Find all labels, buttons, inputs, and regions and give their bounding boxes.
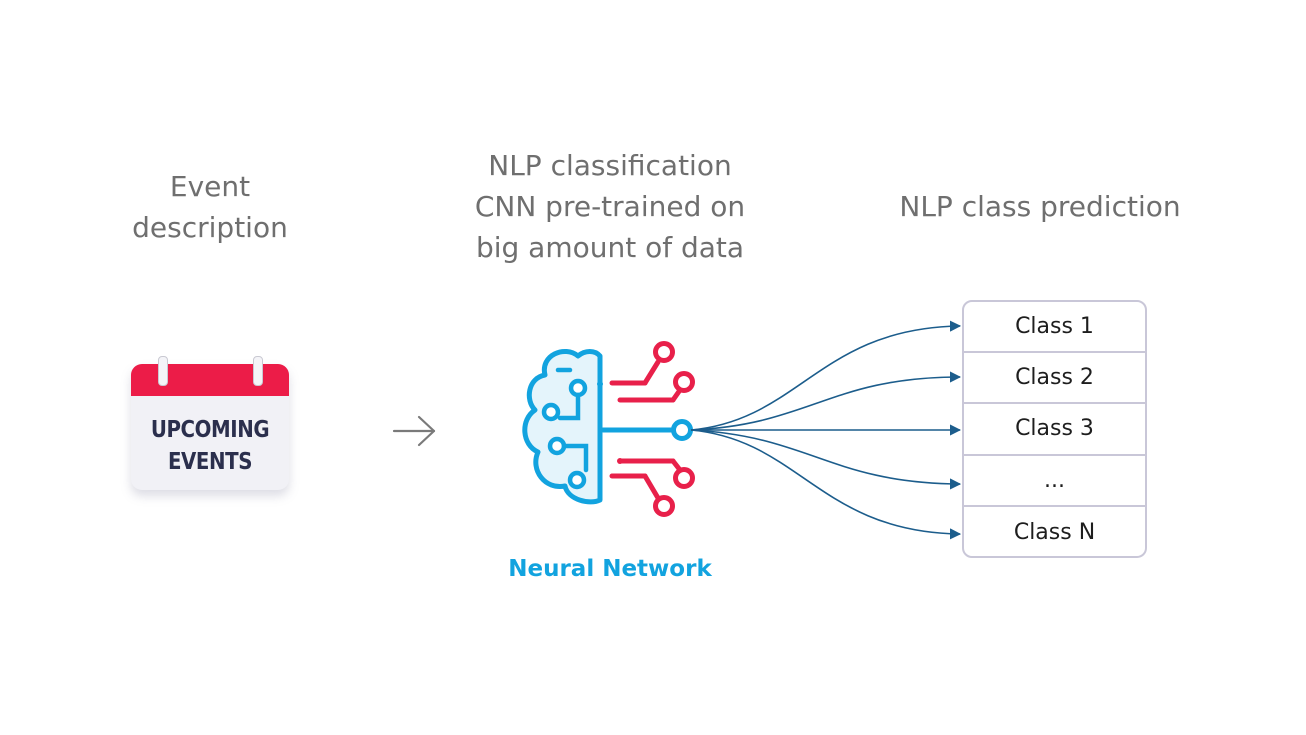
- class-cell: Class N: [1013, 519, 1096, 545]
- calendar-ring-left: [158, 356, 168, 386]
- prediction-heading-text: NLP class prediction: [899, 190, 1181, 223]
- event-heading-line-1: Event: [169, 170, 251, 203]
- prediction-heading: NLP class prediction: [890, 186, 1190, 227]
- model-heading-line-2: CNN pre-trained on: [474, 190, 746, 223]
- brain-node: [567, 470, 587, 490]
- calendar-ring-right: [253, 356, 263, 386]
- output-node: [671, 419, 693, 441]
- calendar-caption: UPCOMING EVENTS: [142, 414, 278, 478]
- brain-outline: [522, 349, 603, 505]
- class-cell: Class 3: [964, 404, 1145, 456]
- connector-class-4: [690, 429, 962, 490]
- model-heading-line-1: NLP classification: [488, 149, 732, 182]
- event-heading-line-2: description: [132, 211, 288, 244]
- model-heading-line-3: big amount of data: [475, 231, 745, 264]
- calendar-caption-line-2: EVENTS: [167, 449, 253, 475]
- event-description-heading: Event description: [110, 166, 310, 248]
- class-connectors: [690, 320, 962, 540]
- brain-circuit-icon: [522, 341, 695, 517]
- class-cell: Class 1: [964, 302, 1145, 354]
- class-cell: ...: [964, 456, 1145, 507]
- brain-node: [541, 402, 561, 422]
- red-circuits: [609, 341, 695, 517]
- neural-network-label: Neural Network: [508, 556, 712, 582]
- connector-class-n: [690, 429, 962, 540]
- right-arrow-icon: [392, 415, 436, 447]
- class-prediction-table: Class 1 Class 2 Class 3 ... Class N: [962, 300, 1147, 558]
- calendar-caption-line-1: UPCOMING: [150, 417, 270, 443]
- class-cell: Class 2: [964, 353, 1145, 405]
- connector-class-2: [690, 371, 962, 431]
- model-description-heading: NLP classification CNN pre-trained on bi…: [440, 145, 780, 268]
- calendar-icon: UPCOMING EVENTS: [131, 356, 289, 492]
- connector-class-1: [690, 320, 962, 431]
